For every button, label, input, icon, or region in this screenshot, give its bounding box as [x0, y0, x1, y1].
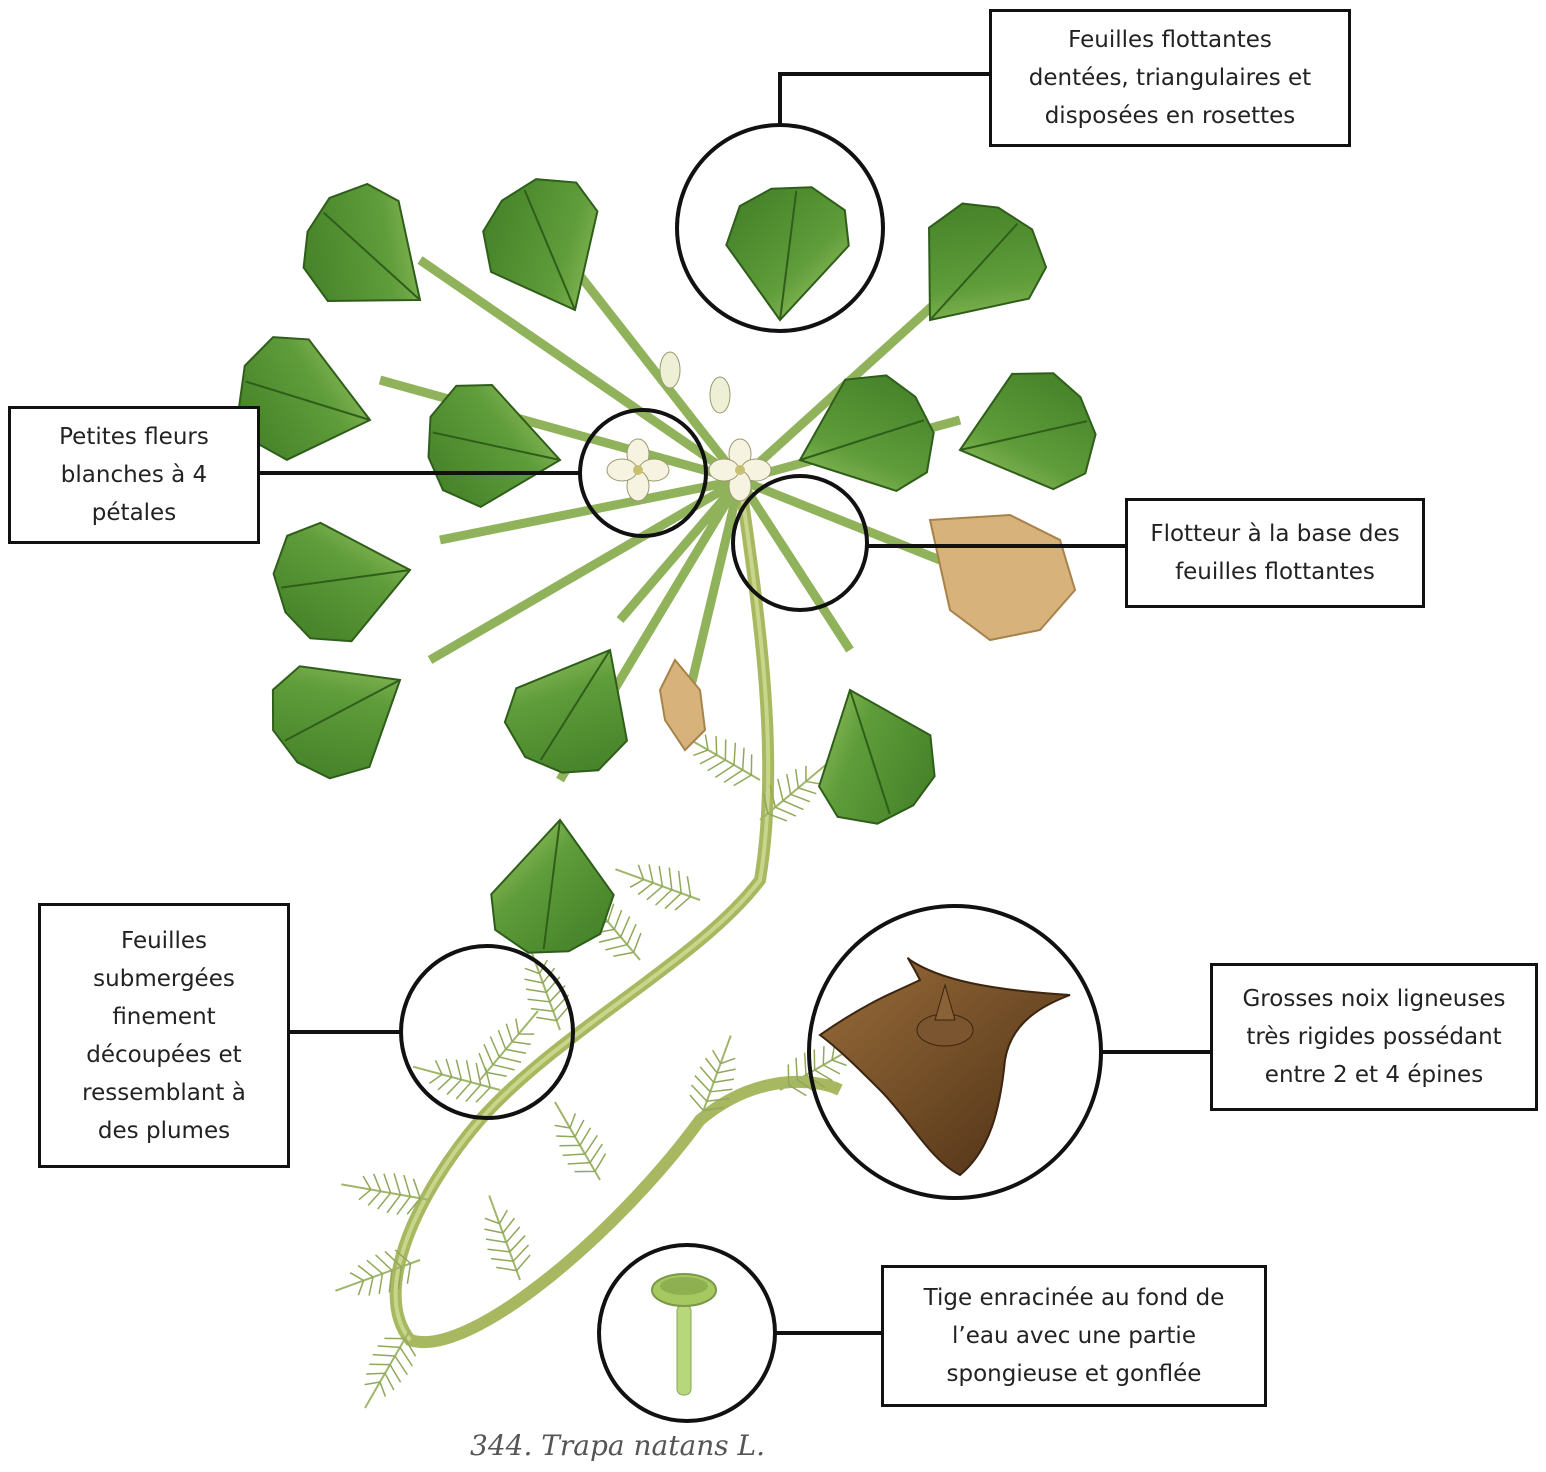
nut-detail	[820, 958, 1070, 1175]
flowers	[607, 352, 771, 501]
callout-nut: Grosses noix ligneuses très rigides poss…	[1210, 963, 1538, 1111]
callout-submerged-leaves: Feuilles submergées finement découpées e…	[38, 903, 290, 1168]
callout-stem-text: Tige enracinée au fond de l’eau avec une…	[924, 1279, 1225, 1393]
callout-nut-text: Grosses noix ligneuses très rigides poss…	[1242, 980, 1505, 1094]
callout-flowers: Petites fleurs blanches à 4 pétales	[8, 406, 260, 544]
callout-float: Flotteur à la base des feuilles flottant…	[1125, 498, 1425, 608]
leaf-rosette	[224, 161, 1106, 959]
plate-caption: 344. Trapa natans L.	[470, 1429, 765, 1462]
callout-floating-leaves: Feuilles flottantes dentées, triangulair…	[989, 9, 1351, 147]
main-stem	[396, 480, 840, 1342]
callout-flowers-text: Petites fleurs blanches à 4 pétales	[59, 418, 209, 532]
callout-submerged-leaves-text: Feuilles submergées finement découpées e…	[82, 922, 246, 1150]
callout-float-text: Flotteur à la base des feuilles flottant…	[1150, 515, 1399, 591]
stem-detail	[652, 1274, 716, 1395]
callout-floating-leaves-text: Feuilles flottantes dentées, triangulair…	[1029, 21, 1311, 135]
callout-stem: Tige enracinée au fond de l’eau avec une…	[881, 1265, 1267, 1407]
